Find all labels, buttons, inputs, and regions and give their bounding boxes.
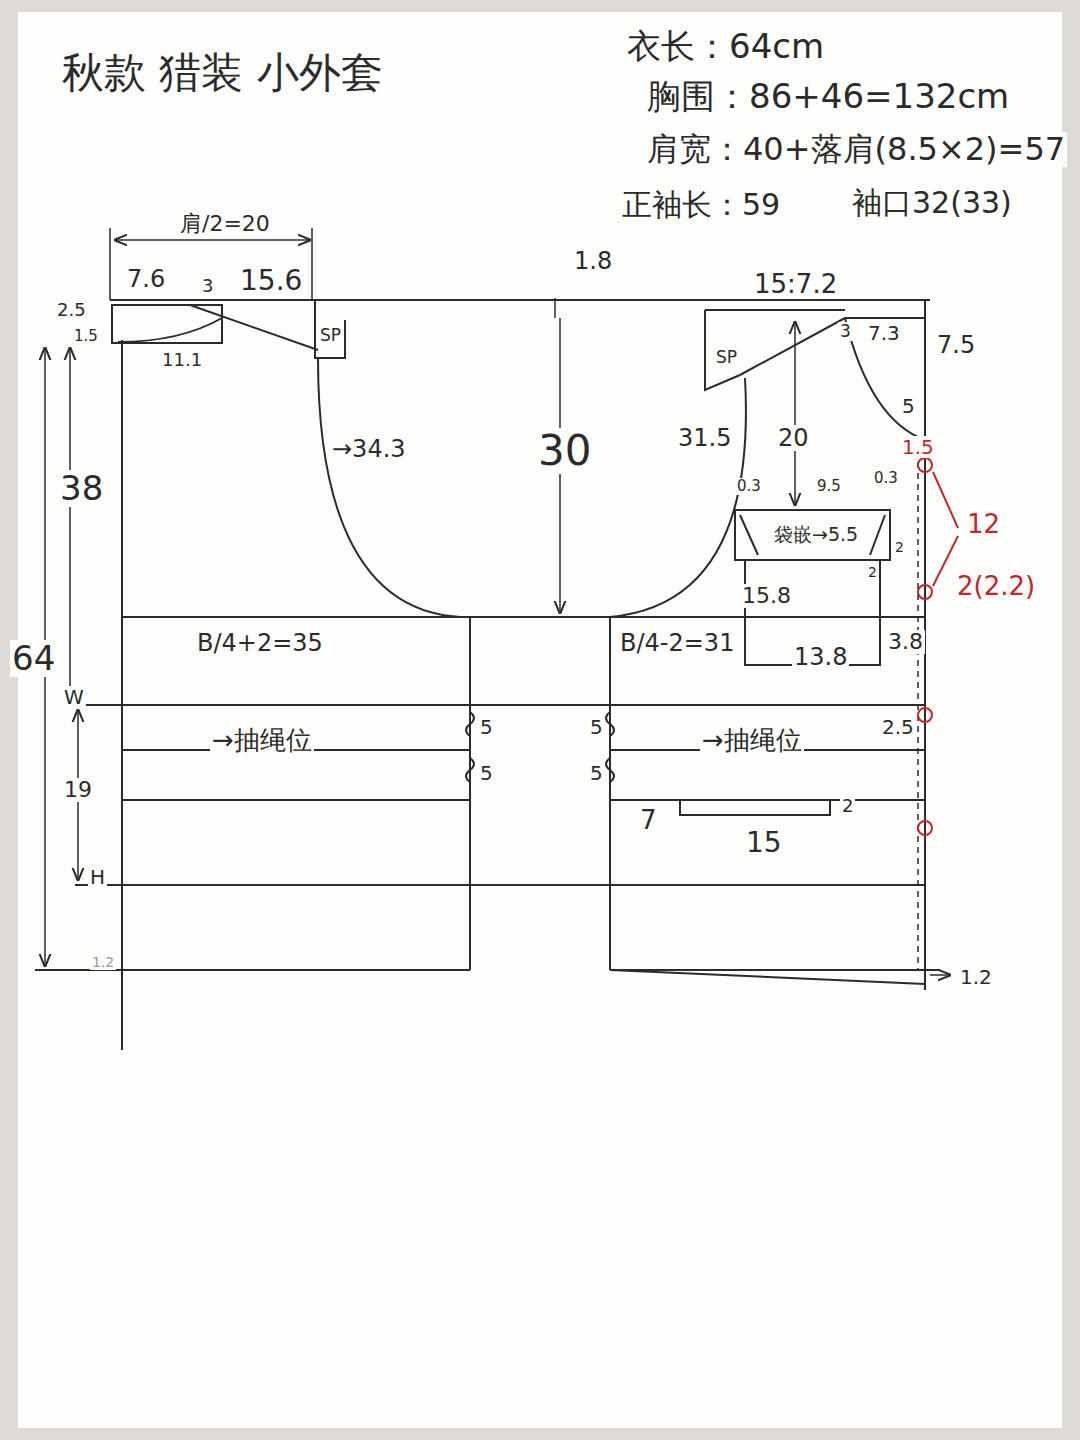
dimension-label: 1.8	[572, 248, 614, 274]
dimension-label: B/4+2=35	[195, 630, 325, 656]
dimension-label: 衣长：64cm	[625, 28, 826, 65]
dimension-label: 3.8	[886, 630, 925, 654]
dimension-label: 15	[744, 828, 784, 859]
dimension-label: 5	[588, 762, 605, 784]
dimension-label: 38	[58, 470, 105, 507]
dimension-label: 3	[838, 322, 853, 341]
dimension-label: 20	[776, 425, 811, 451]
dimension-label: 1.2	[958, 966, 994, 988]
dimension-label: 3	[200, 276, 215, 296]
dimension-label: 2.5	[55, 300, 88, 320]
dimension-label: 7	[638, 806, 659, 835]
dimension-label: 11.1	[160, 350, 204, 370]
dimension-label: B/4-2=31	[618, 630, 736, 656]
dimension-label: 7.3	[866, 322, 902, 344]
dimension-label: 15.8	[740, 584, 793, 608]
dimension-label: 31.5	[676, 425, 733, 451]
dimension-label: 5	[478, 762, 495, 784]
dimension-label: 5	[900, 395, 917, 417]
dimension-label: 袋嵌→5.5	[772, 524, 860, 545]
dimension-label: 5	[478, 716, 495, 738]
dimension-label: 正袖长：59	[620, 188, 782, 221]
dimension-label: 袖口32(33)	[850, 186, 1014, 219]
dimension-label: 15.6	[238, 266, 304, 297]
dimension-label: 0.3	[735, 478, 763, 495]
dimension-label: 胸围：86+46=132cm	[645, 78, 1011, 115]
dimension-label: 13.8	[792, 644, 849, 670]
dimension-label: 19	[62, 778, 94, 802]
dimension-label: 1.2	[90, 955, 116, 970]
dimension-label: 12	[965, 510, 1002, 539]
dimension-label: 2(2.2)	[955, 572, 1037, 601]
dimension-label: 肩宽：40+落肩(8.5×2)=57	[645, 132, 1067, 167]
dimension-label: 7.6	[125, 266, 167, 292]
dimension-label: 9.5	[815, 478, 843, 495]
dimension-label: W	[62, 686, 86, 708]
dimension-label: 1.5	[900, 436, 936, 458]
dimension-label: 15:7.2	[752, 270, 839, 299]
dimension-label: H	[88, 866, 107, 888]
dimension-label: 7.5	[935, 332, 977, 358]
pattern-title: 秋款 猎装 小外套	[60, 50, 385, 96]
dimension-label: SP	[318, 326, 343, 345]
dimension-label: 2.5	[880, 716, 916, 738]
dimension-label: 2	[840, 796, 855, 816]
dimension-label: 2	[893, 540, 906, 555]
dimension-label: SP	[714, 348, 739, 367]
dimension-label: 30	[536, 428, 593, 474]
dimension-label: 2	[866, 565, 879, 580]
dimension-label: 64	[10, 640, 57, 677]
dimension-label: 1.5	[72, 328, 100, 345]
dimension-label: 5	[588, 716, 605, 738]
dimension-label: →抽绳位	[210, 726, 314, 755]
dimension-label: →34.3	[330, 436, 408, 462]
dimension-label: →抽绳位	[700, 726, 804, 755]
dimension-label: 0.3	[872, 470, 900, 487]
dimension-label: 肩/2=20	[178, 212, 272, 236]
